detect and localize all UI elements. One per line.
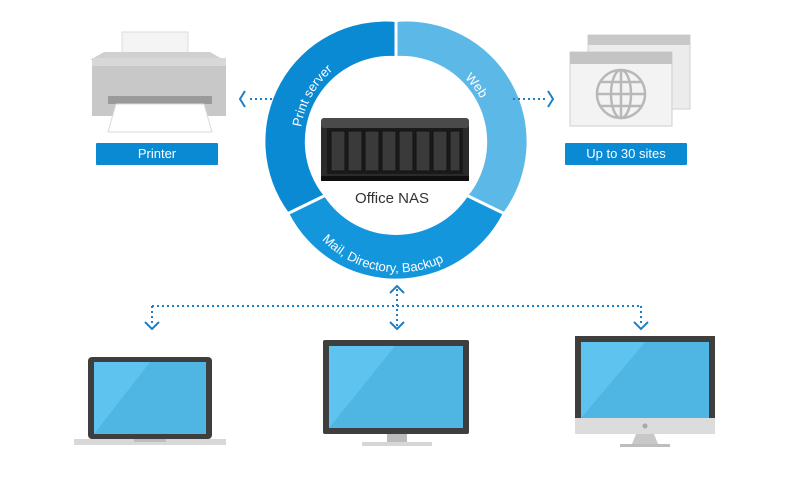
nas-icon (321, 118, 469, 181)
printer-label: Printer (96, 143, 218, 165)
service-ring (265, 20, 527, 279)
client-network-lines (144, 284, 649, 331)
laptop-icon (74, 357, 226, 445)
printer-link-arrow (238, 90, 283, 108)
monitor-icon (323, 340, 469, 446)
imac-icon (575, 336, 715, 447)
printer-icon (90, 31, 226, 133)
web-sites-label: Up to 30 sites (565, 143, 687, 165)
ring-segment-mail (289, 196, 503, 279)
nas-label: Office NAS (355, 190, 429, 207)
ring-segment-web (396, 21, 527, 213)
globe-icon (595, 68, 647, 120)
ring-segment-print-server (265, 21, 396, 213)
web-link-arrow (513, 90, 555, 108)
